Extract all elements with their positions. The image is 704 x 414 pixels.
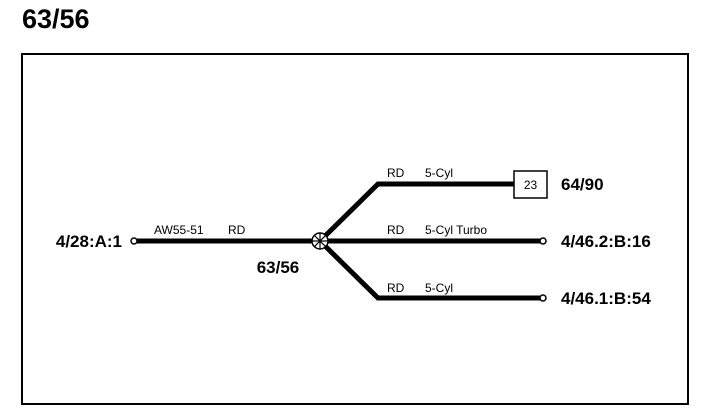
branch-middle-variant: 5-Cyl Turbo <box>425 223 487 237</box>
branch-middle-target: 4/46.2:B:16 <box>561 232 651 251</box>
terminal-left[interactable] <box>130 237 138 245</box>
branch-middle-color: RD <box>387 223 405 237</box>
diagram-frame <box>21 53 689 405</box>
wire-branch-bottom[interactable] <box>318 239 543 301</box>
component-box-number: 23 <box>524 178 538 192</box>
branch-bottom-variant: 5-Cyl <box>425 281 453 295</box>
branch-bottom-color: RD <box>387 281 405 295</box>
branch-top-target: 64/90 <box>561 175 604 194</box>
branch-bottom-target: 4/46.1:B:54 <box>561 289 651 308</box>
wire-branch-top[interactable] <box>318 181 514 243</box>
terminal-bottom[interactable] <box>539 294 547 302</box>
connector-label-left: 4/28:A:1 <box>56 232 122 251</box>
branch-top-color: RD <box>387 166 405 180</box>
splice-node[interactable] <box>311 232 329 250</box>
wire-color-left: RD <box>228 223 246 237</box>
page-title: 63/56 <box>22 4 90 34</box>
component-box[interactable] <box>513 170 548 199</box>
terminal-middle[interactable] <box>539 237 547 245</box>
splice-label: 63/56 <box>257 258 300 277</box>
wire-model-left: AW55-51 <box>154 223 204 237</box>
branch-top-variant: 5-Cyl <box>425 166 453 180</box>
